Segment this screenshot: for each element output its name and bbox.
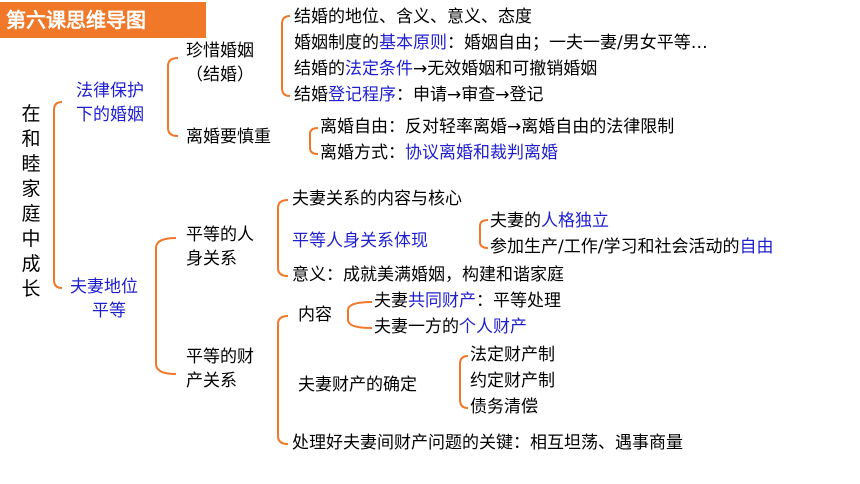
- cherish-label-line1: 珍惜婚姻: [186, 41, 254, 61]
- property-content: 内容: [298, 305, 332, 325]
- branch2-label-line1: 夫妻地位: [70, 277, 138, 297]
- personal-item-1: 夫妻关系的内容与核心: [292, 189, 462, 209]
- content-sub-1: 夫妻共同财产：平等处理: [374, 291, 561, 311]
- root-topic: 在和睦家庭中成长: [21, 103, 41, 300]
- divorce-item-2: 离婚方式：协议离婚和裁判离婚: [320, 143, 558, 163]
- divorce-item-1: 离婚自由：反对轻率离婚→离婚自由的法律限制: [320, 117, 675, 137]
- determine-sub-1: 法定财产制: [470, 345, 555, 365]
- page-title: 第六课思维导图: [0, 2, 206, 38]
- personal-item-2: 平等人身关系体现: [292, 231, 428, 251]
- cherish-item-2: 婚姻制度的基本原则：婚姻自由；一夫一妻/男女平等…: [294, 33, 708, 53]
- personal-label-line2: 身关系: [186, 249, 237, 269]
- personal-item-3: 意义：成就美满婚姻，构建和谐家庭: [292, 265, 564, 285]
- branch1-label-line1: 法律保护: [76, 81, 144, 101]
- determine-sub-2: 约定财产制: [470, 371, 555, 391]
- content-sub-2: 夫妻一方的个人财产: [374, 317, 527, 337]
- property-key: 处理好夫妻间财产问题的关键：相互坦荡、遇事商量: [292, 433, 683, 453]
- personal-item-2-sub-2: 参加生产/工作/学习和社会活动的自由: [490, 237, 774, 257]
- property-determine: 夫妻财产的确定: [298, 375, 417, 395]
- personal-item-2-sub-1: 夫妻的人格独立: [490, 211, 609, 231]
- cherish-item-4: 结婚登记程序：申请→审查→登记: [294, 85, 544, 105]
- divorce-label: 离婚要慎重: [186, 127, 271, 147]
- cherish-item-3: 结婚的法定条件→无效婚姻和可撤销婚姻: [294, 59, 598, 79]
- branch2-label-line2: 平等: [92, 301, 126, 321]
- cherish-item-1: 结婚的地位、含义、意义、态度: [294, 7, 532, 27]
- cherish-label-line2: （结婚）: [186, 65, 254, 85]
- property-label-line1: 平等的财: [186, 347, 254, 367]
- branch1-label-line2: 下的婚姻: [76, 105, 144, 125]
- determine-sub-3: 债务清偿: [470, 397, 538, 417]
- personal-label-line1: 平等的人: [186, 225, 254, 245]
- property-label-line2: 产关系: [186, 371, 237, 391]
